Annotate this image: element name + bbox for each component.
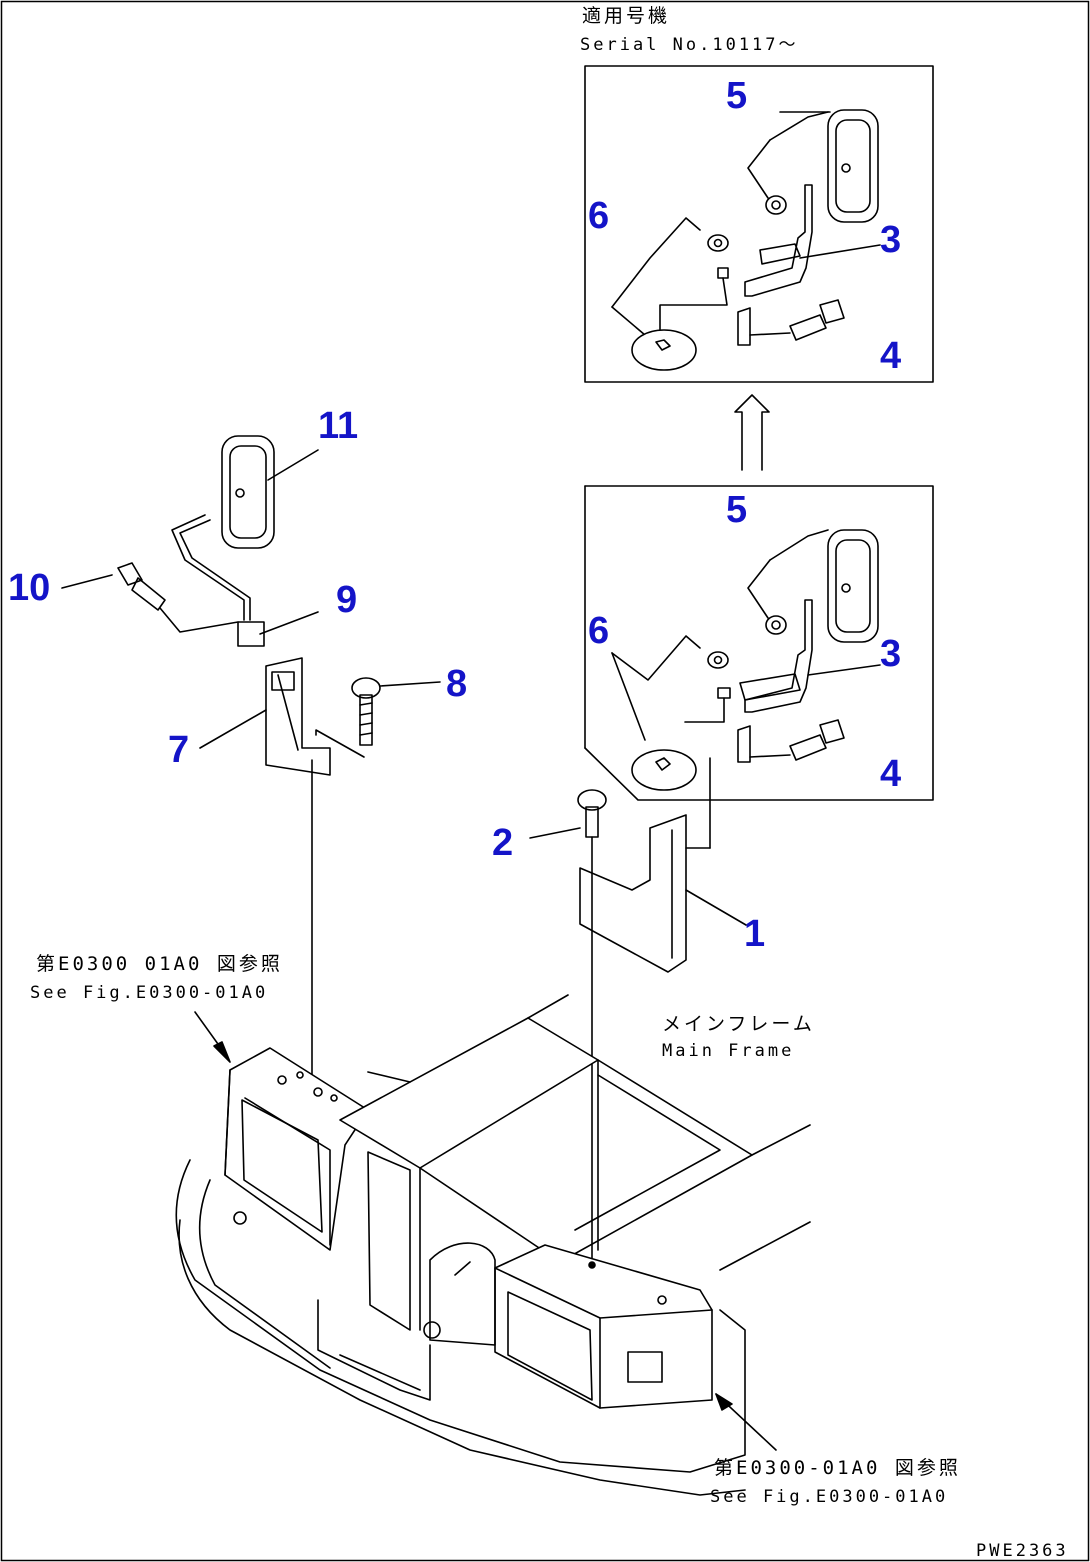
callout-7: 7 xyxy=(168,729,189,771)
callout-1: 1 xyxy=(744,913,765,955)
callout-6-upper: 6 xyxy=(588,195,609,237)
callout-3-lower: 3 xyxy=(880,633,901,675)
reference-right-jp: 第E0300-01A0 図参照 xyxy=(714,1457,961,1479)
upgrade-arrow xyxy=(734,394,770,471)
reference-arrows xyxy=(194,1011,777,1451)
callout-9: 9 xyxy=(336,579,357,621)
right-bracket-assembly xyxy=(529,757,747,1263)
main-frame-label-jp: メインフレーム xyxy=(662,1013,815,1035)
lower-inset xyxy=(584,485,934,801)
drawing-code: PWE2363 xyxy=(976,1541,1069,1561)
callout-8: 8 xyxy=(446,663,467,705)
callout-3-upper: 3 xyxy=(880,219,901,261)
main-frame xyxy=(175,994,811,1496)
callout-2: 2 xyxy=(492,822,513,864)
reference-right-en: See Fig.E0300-01A0 xyxy=(710,1487,948,1507)
upper-inset xyxy=(584,65,934,383)
callout-11: 11 xyxy=(318,405,358,447)
main-frame-label-en: Main Frame xyxy=(662,1041,794,1061)
callout-10: 10 xyxy=(8,567,50,609)
callout-6-lower: 6 xyxy=(588,610,609,652)
callout-5-upper: 5 xyxy=(726,75,747,117)
serial-number-label: Serial No.10117～ xyxy=(580,35,799,55)
reference-left-en: See Fig.E0300-01A0 xyxy=(30,983,268,1003)
callout-5-lower: 5 xyxy=(726,489,747,531)
callout-4-lower: 4 xyxy=(880,753,901,795)
applicability-label: 適用号機 xyxy=(582,5,670,27)
callout-4-upper: 4 xyxy=(880,335,901,377)
reference-left-jp: 第E0300 01A0 図参照 xyxy=(36,953,283,975)
left-mirror-assembly xyxy=(61,435,441,1093)
